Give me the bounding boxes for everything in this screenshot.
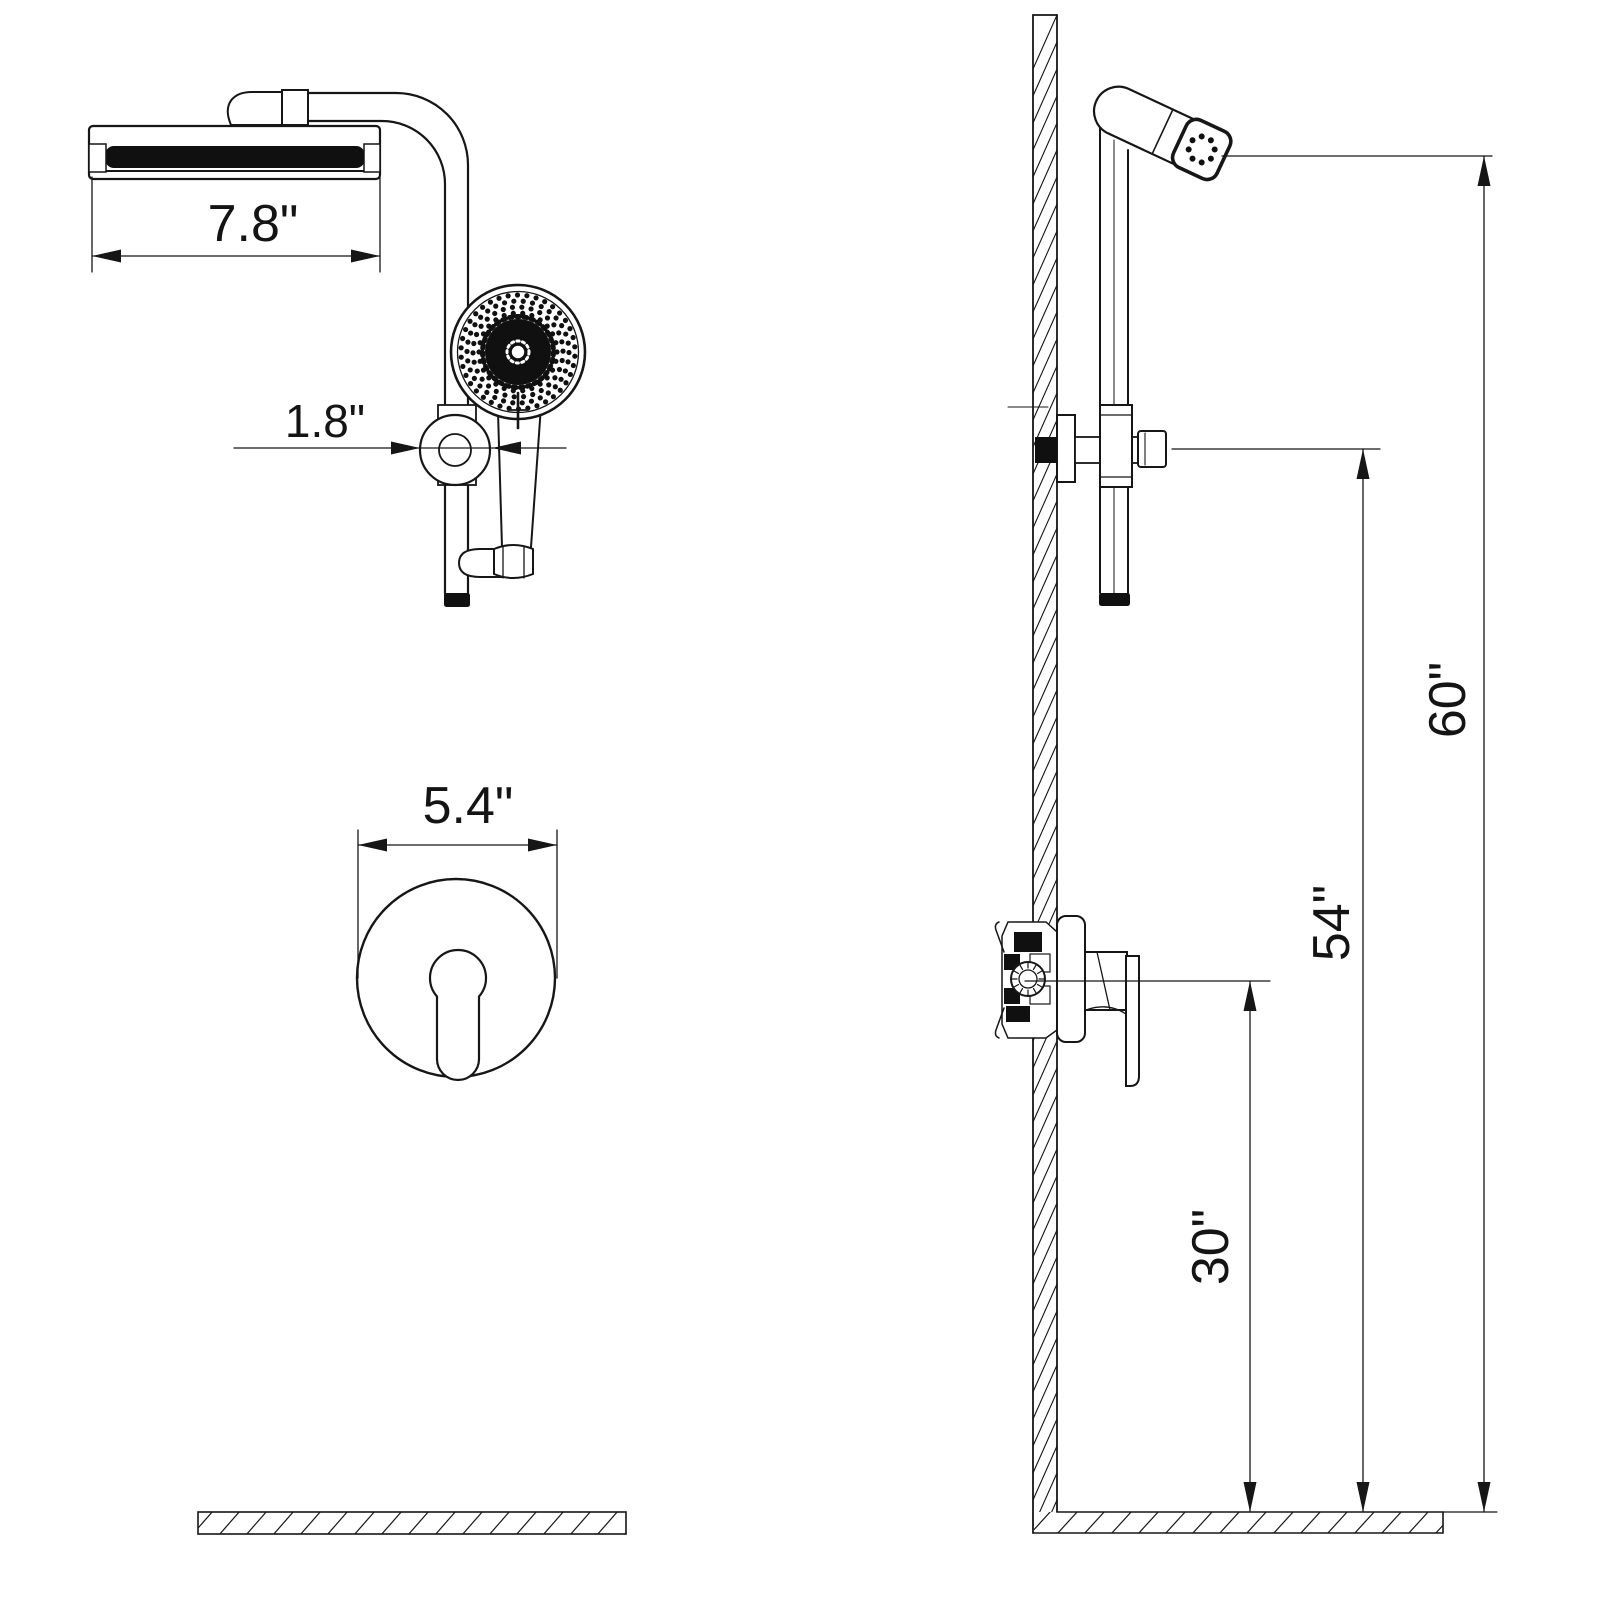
dimension-holder-diameter <box>233 441 567 455</box>
rain-shower-head-front <box>87 124 382 181</box>
bracket-gasket <box>1035 437 1057 463</box>
wall-section <box>1032 14 1058 1534</box>
valve-trim-side <box>1056 915 1140 1087</box>
label-slide-bar-height: 54" <box>1303 884 1361 962</box>
dimension-slide-bar-height <box>1171 448 1381 1513</box>
waterfall-slot <box>105 146 365 168</box>
label-showerhead-height: 60" <box>1419 661 1477 739</box>
slide-bar-side <box>1099 124 1129 594</box>
handheld-shower-front <box>449 283 587 430</box>
slide-bar-end-cap-side <box>1099 593 1130 606</box>
label-holder-diameter: 1.8" <box>284 395 366 447</box>
label-valve-height: 30" <box>1182 1208 1240 1286</box>
valve-lever-handle-side <box>1125 955 1140 1087</box>
floor-front <box>197 1511 627 1535</box>
spray-dot-field <box>458 292 578 412</box>
spray-face-side <box>1170 117 1233 182</box>
side-view <box>994 14 1498 1534</box>
valve-rough-in-side <box>994 921 1058 1039</box>
dimension-rain-head-width <box>91 176 381 273</box>
valve-lever-handle-front <box>428 948 488 1082</box>
handshower-handle-front <box>497 405 542 548</box>
dimension-showerhead-height <box>1221 155 1493 1513</box>
front-view <box>87 89 627 1535</box>
shower-arm-pipe-front <box>304 91 470 596</box>
dimension-valve-plate-width <box>357 829 558 979</box>
valve-trim-front <box>355 877 557 1082</box>
centerline-tick <box>507 391 529 430</box>
slide-bar-bracket-side <box>1007 404 1167 488</box>
floor-side <box>1032 1511 1498 1534</box>
slide-bar-end-cap-front <box>444 593 470 607</box>
label-rain-head-width: 7.8" <box>207 195 299 253</box>
hose-connector-nut <box>493 544 534 579</box>
slide-bar-holder-front <box>418 404 492 487</box>
bracket-knob <box>1137 430 1167 468</box>
handheld-shower-side <box>1092 85 1233 182</box>
spray-face-dots <box>1185 133 1218 166</box>
label-valve-plate-width: 5.4" <box>422 777 514 835</box>
dimension-valve-height <box>1243 980 1257 1513</box>
